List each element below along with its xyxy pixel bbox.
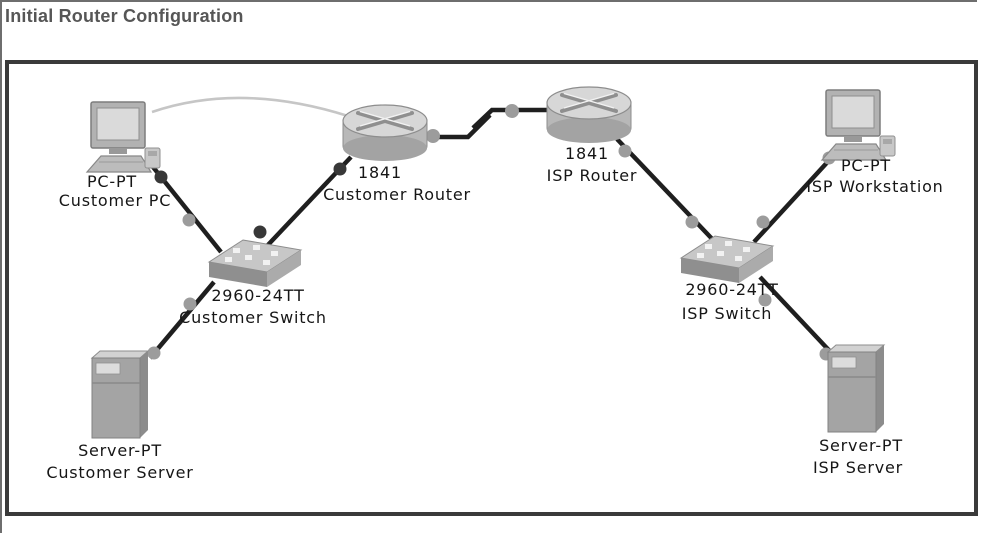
device-model-label: 2960-24TT	[685, 280, 778, 299]
device-name-label: ISP Router	[547, 166, 638, 185]
device-model-label: Server-PT	[819, 436, 903, 455]
document-top-border	[0, 0, 977, 2]
pc-icon	[821, 89, 896, 161]
cable-console-pc-to-customer-router	[151, 96, 349, 118]
device-model-label: Server-PT	[78, 441, 162, 460]
device-model-label: 2960-24TT	[211, 286, 304, 305]
server-icon	[827, 344, 885, 433]
port-dot-customer-router-serial	[426, 129, 440, 143]
port-dot-isp-switch-server	[758, 293, 772, 307]
device-isp-switch: 2960-24TT ISP Switch	[680, 235, 778, 323]
device-isp-server: Server-PT ISP Server	[813, 344, 903, 477]
document-left-border	[0, 0, 2, 533]
page-title: Initial Router Configuration	[5, 6, 244, 26]
device-name-label: Customer Router	[323, 185, 471, 204]
cable-isp-router-to-isp-switch	[615, 137, 718, 245]
device-name-label: Customer Server	[46, 463, 193, 482]
switch-icon	[208, 239, 302, 288]
port-dot-customer-switch-server	[183, 297, 197, 311]
cable-isp-switch-to-isp-workstation	[752, 153, 836, 244]
device-name-label: Customer Switch	[179, 308, 327, 327]
device-customer-switch: 2960-24TT Customer Switch	[179, 239, 327, 327]
router-icon	[545, 85, 633, 145]
device-isp-workstation: PC-PT ISP Workstation	[806, 89, 943, 196]
port-dot-isp-switch-workstation	[756, 215, 770, 229]
port-dot-isp-router-lan	[618, 144, 632, 158]
port-dot-isp-switch-router	[685, 215, 699, 229]
port-dot-customer-pc	[154, 170, 168, 184]
server-icon	[91, 350, 149, 439]
port-dot-customer-switch-pc	[182, 213, 196, 227]
cable-serial-customer-router-to-isp-router	[426, 107, 548, 140]
router-icon	[341, 103, 429, 163]
port-dot-isp-router-serial	[505, 104, 519, 118]
device-name-label: Customer PC	[59, 191, 171, 210]
port-dot-customer-switch-router	[253, 225, 267, 239]
device-name-label: ISP Server	[813, 458, 903, 477]
device-customer-router: 1841 Customer Router	[323, 103, 471, 204]
device-model-label: 1841	[565, 144, 609, 163]
port-dot-customer-server	[147, 346, 161, 360]
topology-figure-frame	[5, 60, 978, 516]
device-customer-server: Server-PT Customer Server	[46, 350, 193, 482]
cable-customer-switch-to-customer-server	[148, 280, 216, 360]
device-model-label: PC-PT	[841, 156, 891, 175]
device-name-label: ISP Workstation	[806, 177, 943, 196]
device-model-label: 1841	[358, 163, 402, 182]
device-model-label: PC-PT	[87, 172, 137, 191]
device-isp-router: 1841 ISP Router	[545, 85, 638, 185]
switch-icon	[680, 235, 774, 284]
device-name-label: ISP Switch	[682, 304, 773, 323]
device-customer-pc: PC-PT Customer PC	[59, 101, 171, 210]
pc-icon	[86, 101, 161, 173]
port-dot-customer-router-lan	[333, 162, 347, 176]
